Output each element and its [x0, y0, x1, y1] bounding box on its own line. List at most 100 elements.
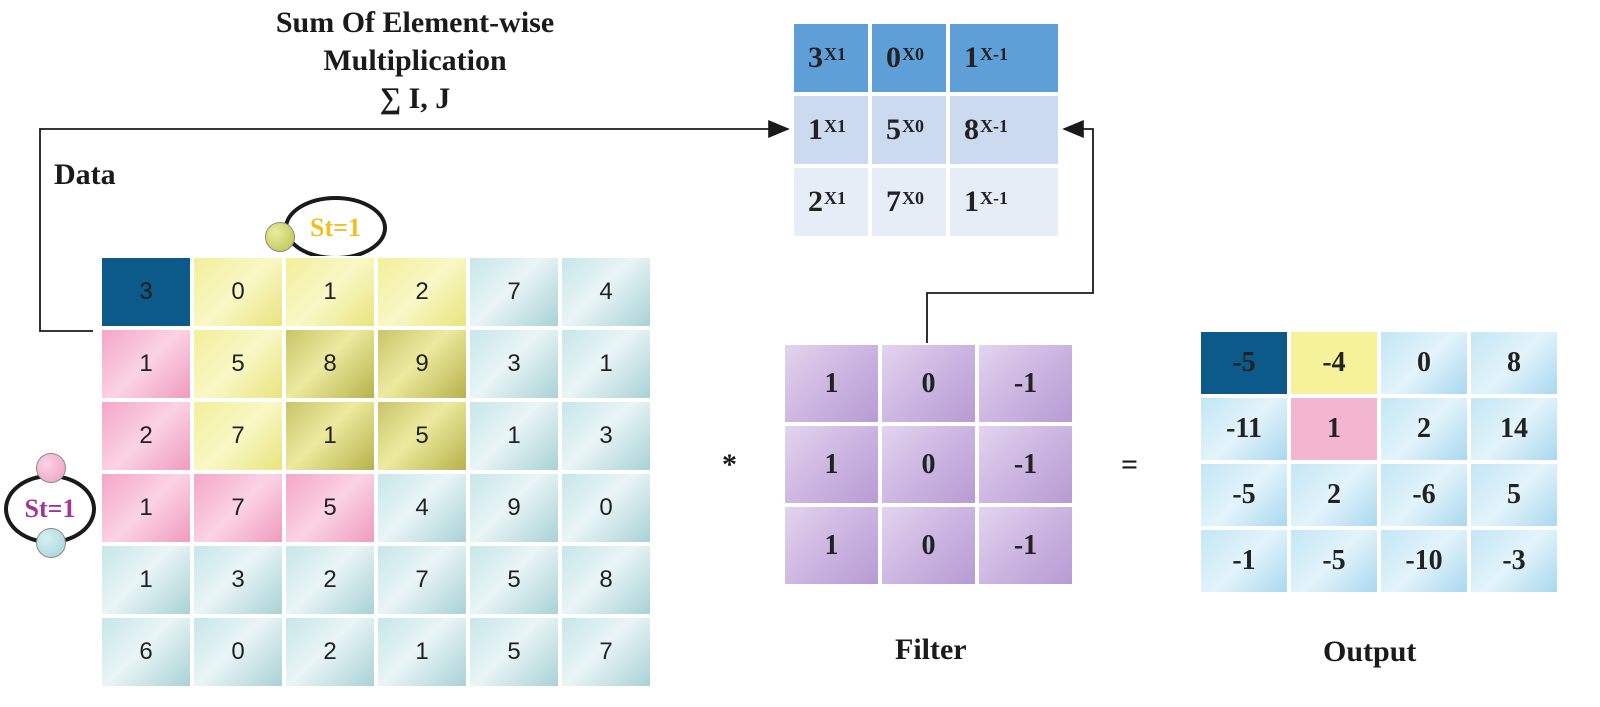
data-cell: 1 — [100, 544, 192, 616]
multiplication-weight: X1 — [824, 187, 846, 208]
multiplication-value: 2 — [808, 185, 823, 218]
multiplication-weight: X1 — [824, 43, 846, 64]
filter-cell: 1 — [783, 505, 880, 586]
multiplication-value: 5 — [886, 113, 901, 146]
filter-cell: 1 — [783, 424, 880, 505]
data-cell: 7 — [376, 544, 468, 616]
multiplication-weight: X0 — [902, 115, 924, 136]
multiplication-value: 1 — [808, 113, 823, 146]
output-cell: 1 — [1289, 396, 1379, 462]
filter-cell: 0 — [880, 424, 977, 505]
stride-left-top-dot — [36, 453, 66, 483]
data-cell: 7 — [468, 256, 560, 328]
output-cell: -10 — [1379, 528, 1469, 594]
output-cell: -3 — [1469, 528, 1559, 594]
data-cell: 5 — [192, 328, 284, 400]
data-cell: 4 — [376, 472, 468, 544]
data-cell: 2 — [376, 256, 468, 328]
data-cell: 1 — [376, 616, 468, 688]
data-cell: 3 — [100, 256, 192, 328]
data-cell: 5 — [468, 544, 560, 616]
filter-cell: 0 — [880, 343, 977, 424]
data-cell: 2 — [284, 544, 376, 616]
formula-title-line3: ∑ I, J — [379, 82, 451, 115]
data-cell: 0 — [560, 472, 652, 544]
data-cell: 9 — [468, 472, 560, 544]
output-cell: -4 — [1289, 330, 1379, 396]
data-cell: 2 — [284, 616, 376, 688]
output-cell: 14 — [1469, 396, 1559, 462]
multiplication-weight: X-1 — [980, 187, 1008, 208]
equals-operator: = — [1121, 448, 1139, 481]
output-cell: -6 — [1379, 462, 1469, 528]
filter-cell: -1 — [977, 343, 1074, 424]
data-to-multiplication-arrow — [39, 120, 790, 332]
stride-top-text: St=1 — [310, 213, 361, 242]
data-cell: 0 — [192, 616, 284, 688]
data-cell: 7 — [192, 472, 284, 544]
multiplication-value: 3 — [808, 41, 823, 74]
data-cell: 0 — [192, 256, 284, 328]
multiplication-weight: X0 — [902, 187, 924, 208]
stride-left-bottom-dot — [36, 528, 66, 558]
filter-to-multiplication-arrow — [926, 120, 1094, 343]
output-cell: 0 — [1379, 330, 1469, 396]
multiply-operator: * — [722, 448, 737, 481]
output-cell: -5 — [1289, 528, 1379, 594]
filter-label: Filter — [895, 633, 967, 666]
data-cell: 3 — [468, 328, 560, 400]
data-cell: 2 — [100, 400, 192, 472]
formula-title-line1: Sum Of Element-wise — [275, 6, 555, 39]
output-cell: 2 — [1289, 462, 1379, 528]
data-cell: 5 — [284, 472, 376, 544]
filter-cell: -1 — [977, 424, 1074, 505]
data-cell: 1 — [100, 472, 192, 544]
formula-title: Sum Of Element-wise Multiplication ∑ I, … — [215, 4, 615, 118]
output-cell: 5 — [1469, 462, 1559, 528]
multiplication-value: 8 — [964, 113, 979, 146]
multiplication-value: 1 — [964, 185, 979, 218]
output-cell: -5 — [1199, 330, 1289, 396]
stride-top-oval: St=1 — [284, 196, 387, 260]
stride-left-text: St=1 — [24, 494, 76, 523]
data-cell: 1 — [284, 256, 376, 328]
data-cell: 6 — [100, 616, 192, 688]
filter-cell: 1 — [783, 343, 880, 424]
output-cell: 2 — [1379, 396, 1469, 462]
data-cell: 5 — [376, 400, 468, 472]
multiplication-weight: X-1 — [980, 115, 1008, 136]
output-cell: -11 — [1199, 396, 1289, 462]
data-cell: 7 — [192, 400, 284, 472]
output-cell: 8 — [1469, 330, 1559, 396]
multiplication-weight: X-1 — [980, 43, 1008, 64]
data-cell: 3 — [192, 544, 284, 616]
multiplication-weight: X0 — [902, 43, 924, 64]
multiplication-weight: X1 — [824, 115, 846, 136]
output-cell: -1 — [1199, 528, 1289, 594]
data-cell: 7 — [560, 616, 652, 688]
data-cell: 1 — [284, 400, 376, 472]
output-cell: -5 — [1199, 462, 1289, 528]
data-cell: 1 — [560, 328, 652, 400]
output-label: Output — [1323, 635, 1417, 668]
stride-top-dot — [265, 222, 295, 252]
data-label: Data — [54, 158, 116, 191]
data-cell: 1 — [100, 328, 192, 400]
data-cell: 9 — [376, 328, 468, 400]
multiplication-value: 7 — [886, 185, 901, 218]
multiplication-value: 0 — [886, 41, 901, 74]
filter-cell: 0 — [880, 505, 977, 586]
